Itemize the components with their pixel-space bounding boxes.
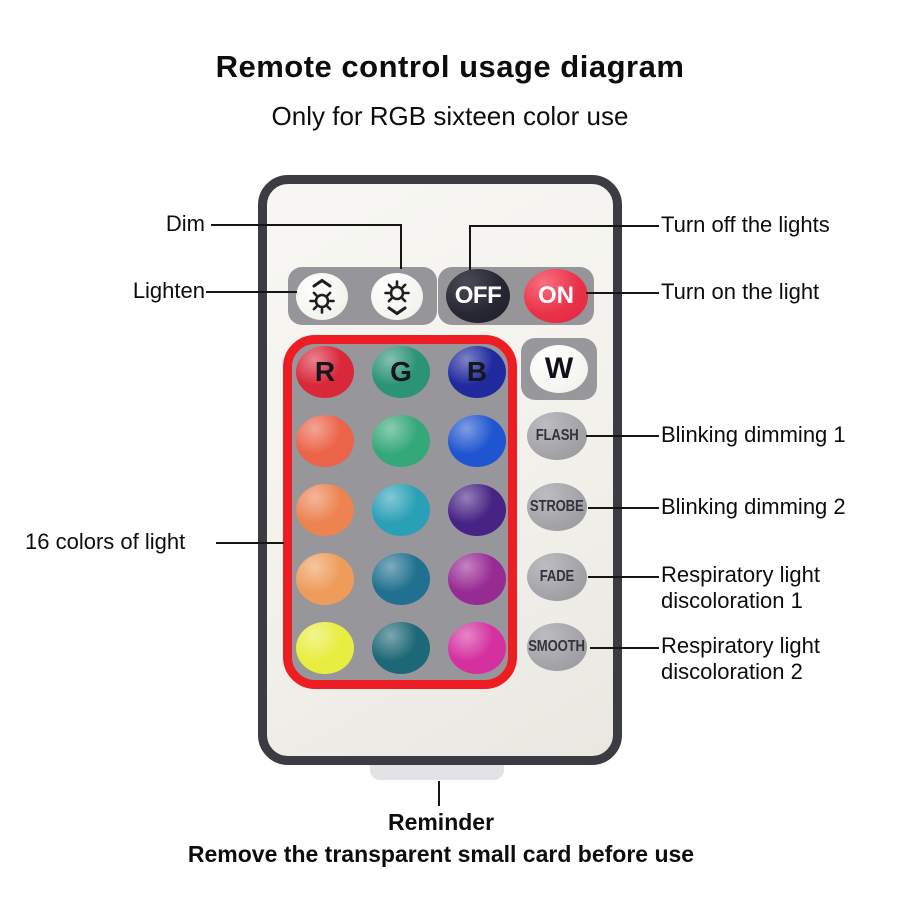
- dim-button[interactable]: [371, 273, 423, 320]
- mode-button-label: STROBE: [530, 498, 584, 515]
- fade-label: Respiratory light discoloration 1: [661, 562, 820, 613]
- color-button-r5c3[interactable]: [448, 622, 506, 674]
- brightness-down-icon: [384, 279, 410, 315]
- mode-button-label: SMOOTH: [528, 638, 586, 655]
- turn-on-connector-line: [586, 292, 659, 294]
- color-button-b[interactable]: B: [448, 346, 506, 398]
- sixteen-colors-connector-line: [216, 542, 284, 544]
- strobe-connector-line: [588, 507, 659, 509]
- flash-connector-line: [586, 435, 659, 437]
- color-button-r5c2[interactable]: [372, 622, 430, 674]
- reminder-text: Remove the transparent small card before…: [187, 841, 695, 867]
- reminder-title: Reminder: [387, 809, 495, 835]
- color-button-g[interactable]: G: [372, 346, 430, 398]
- white-button-group: W: [521, 338, 597, 400]
- power-button-group: OFF ON: [438, 267, 594, 325]
- mode-button-label: FLASH: [535, 427, 579, 444]
- color-button-r3c2[interactable]: [372, 484, 430, 536]
- dim-connector-line: [211, 224, 402, 226]
- color-button-r3c1[interactable]: [296, 484, 354, 536]
- color-button-r2c3[interactable]: [448, 415, 506, 467]
- fade-button[interactable]: FADE: [527, 553, 587, 601]
- reminder-connector-line: [438, 781, 440, 806]
- strobe-label: Blinking dimming 2: [661, 494, 846, 519]
- strobe-button[interactable]: STROBE: [527, 483, 587, 531]
- turn-off-label: Turn off the lights: [661, 212, 830, 237]
- smooth-label: Respiratory light discoloration 2: [661, 633, 820, 684]
- fade-connector-line: [588, 576, 659, 578]
- color-button-letter: G: [390, 356, 412, 387]
- color-button-r4c2[interactable]: [372, 553, 430, 605]
- color-button-r3c3[interactable]: [448, 484, 506, 536]
- smooth-connector-line: [590, 647, 659, 649]
- lighten-label: Lighten: [132, 278, 205, 303]
- color-button-letter: B: [466, 356, 488, 387]
- mode-button-label: FADE: [539, 568, 575, 585]
- color-button-r4c1[interactable]: [296, 553, 354, 605]
- lighten-connector-line: [206, 291, 297, 293]
- page-subtitle: Only for RGB sixteen color use: [271, 101, 629, 131]
- color-button-r4c3[interactable]: [448, 553, 506, 605]
- brightness-up-icon: [309, 278, 335, 314]
- color-button-letter: R: [314, 356, 336, 387]
- turn-off-connector-line-v: [469, 225, 471, 270]
- dim-label: Dim: [165, 211, 205, 236]
- color-button-r2c1[interactable]: [296, 415, 354, 467]
- on-button[interactable]: ON: [524, 269, 588, 323]
- color-button-r[interactable]: R: [296, 346, 354, 398]
- sixteen-colors-label: 16 colors of light: [25, 529, 186, 554]
- color-button-r5c1[interactable]: [296, 622, 354, 674]
- off-button[interactable]: OFF: [446, 269, 510, 323]
- lighten-button[interactable]: [296, 273, 348, 320]
- dim-connector-line-v: [400, 224, 402, 269]
- white-button[interactable]: W: [530, 345, 588, 393]
- brightness-button-group: [288, 267, 437, 325]
- remote-body: OFF ON R G B W FLASH STROBE FADE SMOOTH: [258, 175, 622, 765]
- flash-label: Blinking dimming 1: [661, 422, 846, 447]
- flash-button[interactable]: FLASH: [527, 412, 587, 460]
- turn-off-connector-line: [469, 225, 659, 227]
- color-button-r2c2[interactable]: [372, 415, 430, 467]
- page-title: Remote control usage diagram: [215, 49, 685, 84]
- smooth-button[interactable]: SMOOTH: [527, 623, 587, 671]
- turn-on-label: Turn on the light: [661, 279, 820, 304]
